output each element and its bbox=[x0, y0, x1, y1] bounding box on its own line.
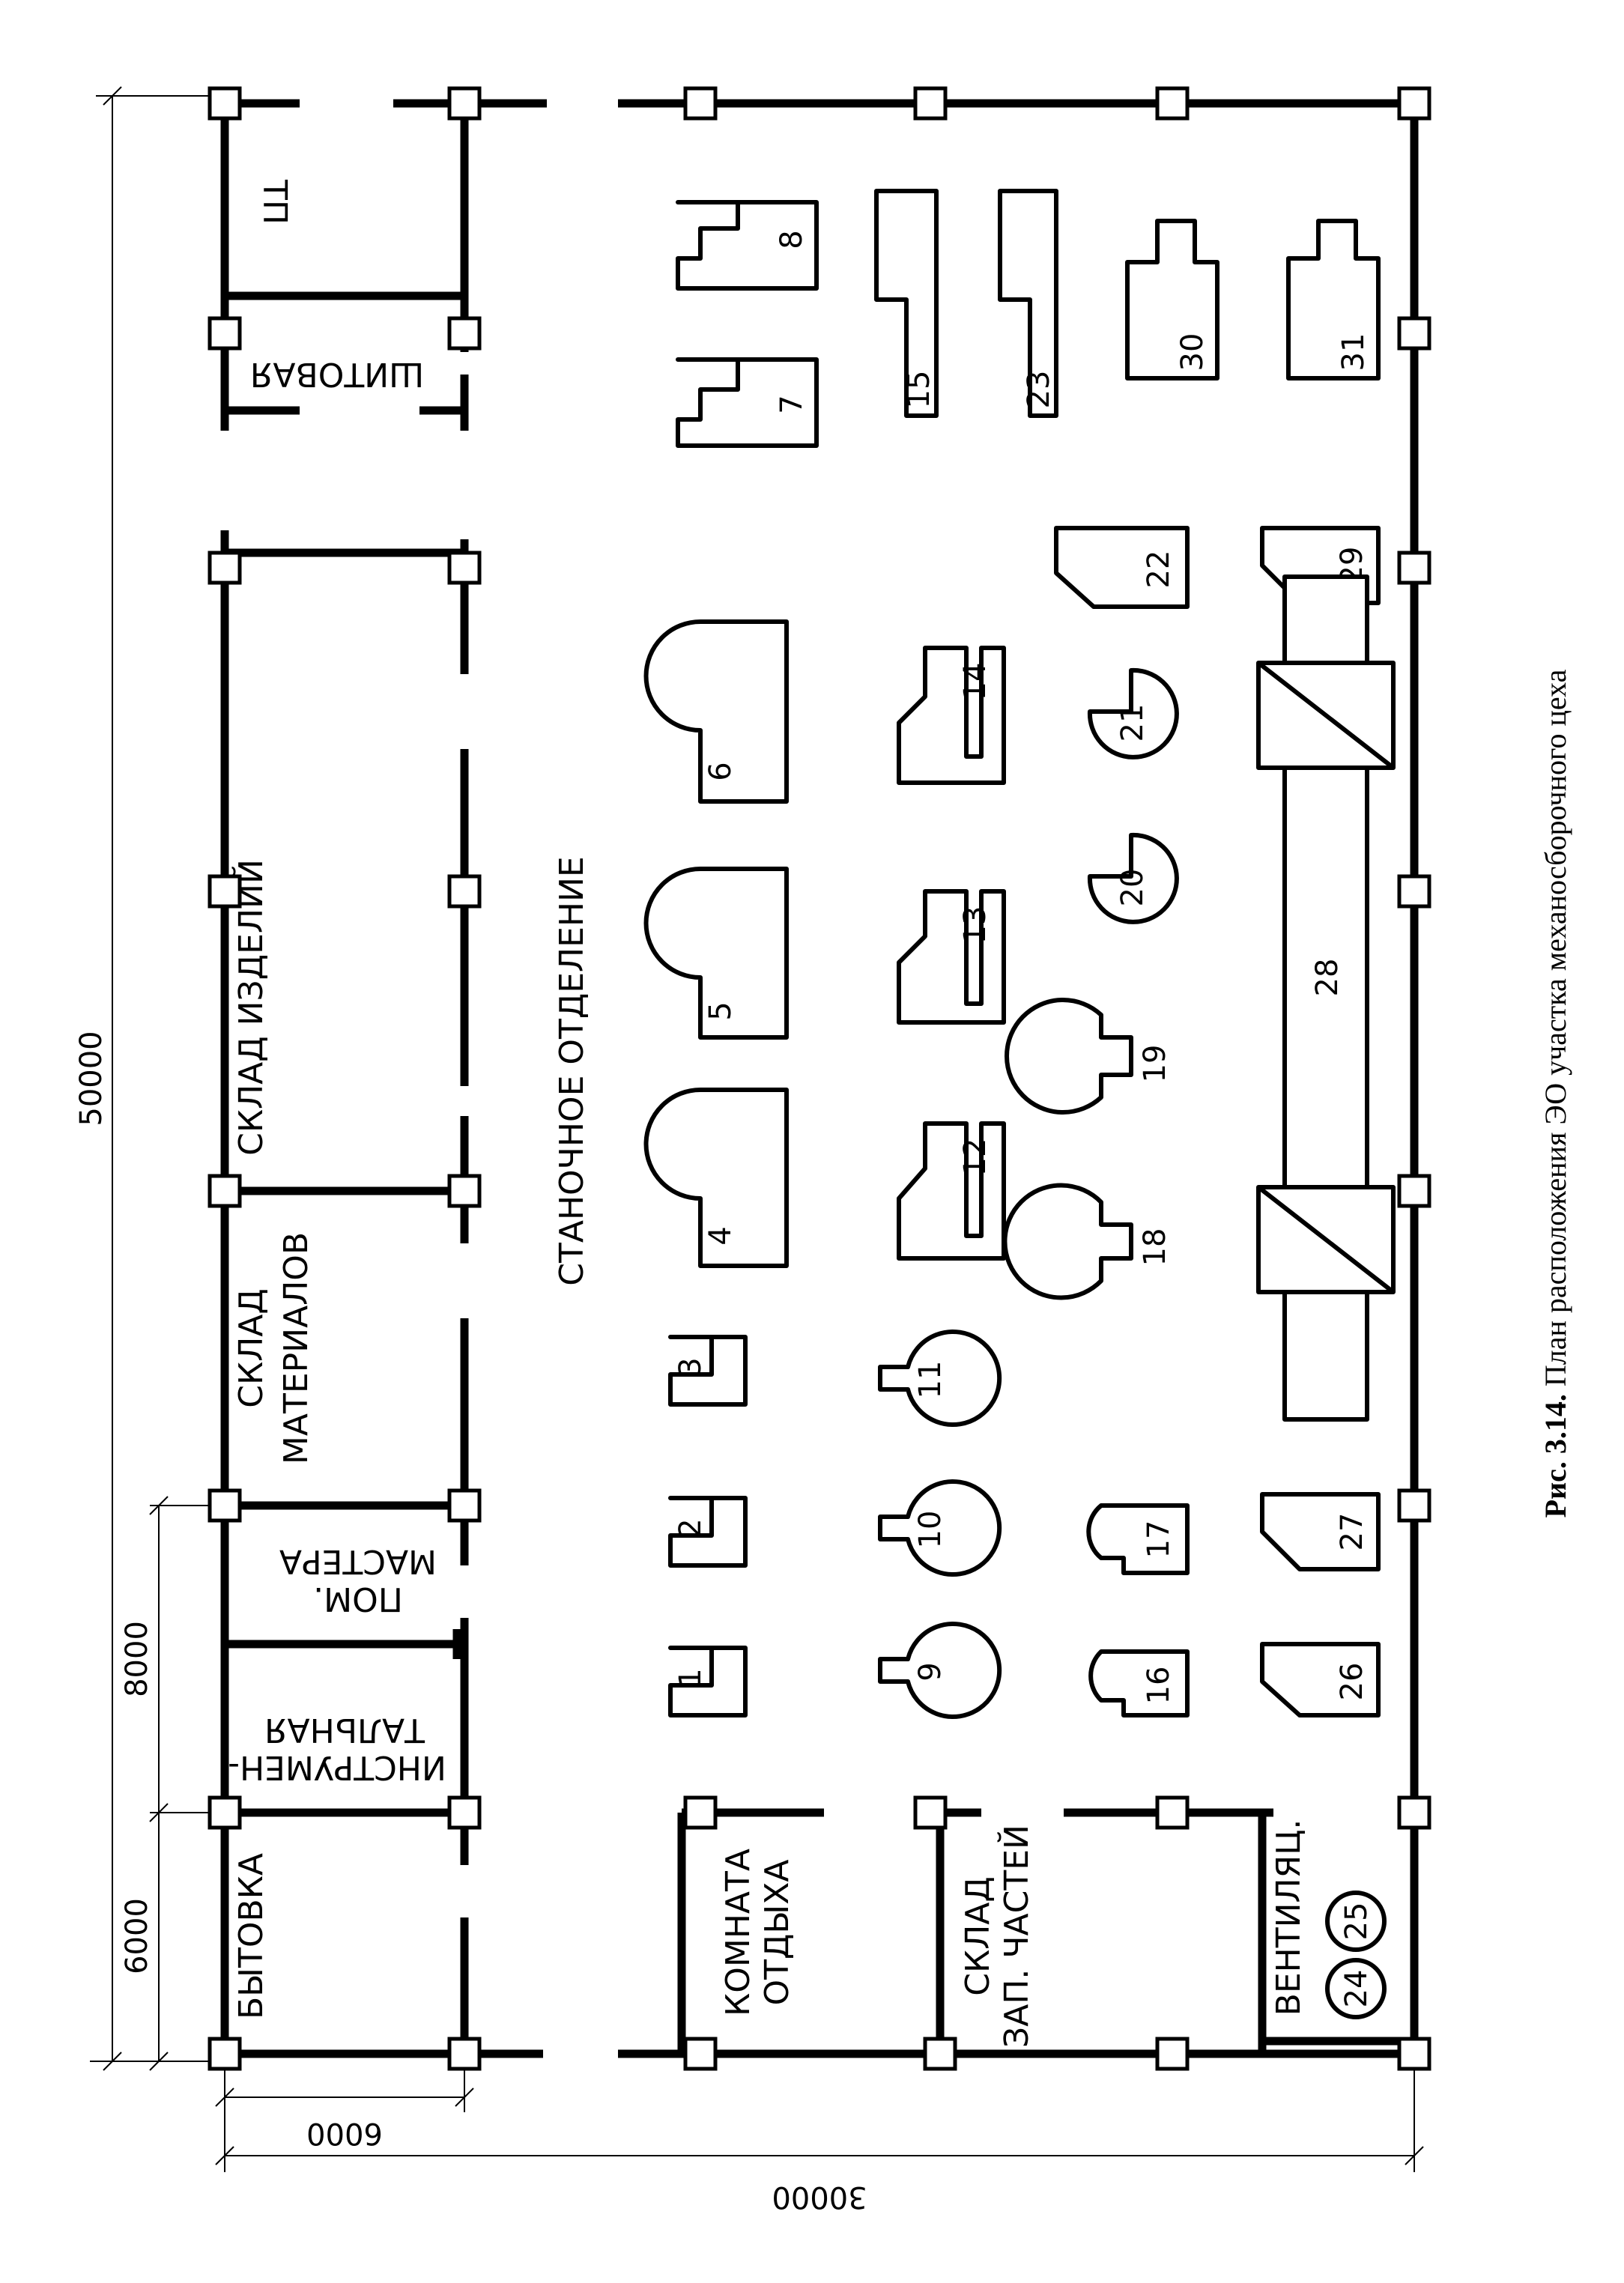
machine-number-27: 27 bbox=[1335, 1513, 1369, 1551]
dim-segment-b: 8000 bbox=[120, 1621, 154, 1697]
dimension-lines bbox=[90, 86, 1424, 2172]
machine-28 bbox=[1256, 574, 1396, 1422]
machine-number-18: 18 bbox=[1138, 1228, 1172, 1267]
machine-number-14: 14 bbox=[958, 663, 993, 701]
room-label-switchboard: ШИТОВАЯ bbox=[250, 355, 424, 393]
dim-segment-a: 6000 bbox=[120, 1898, 154, 1974]
machine-26 bbox=[1260, 1642, 1381, 1717]
machine-3 bbox=[668, 1335, 748, 1407]
machine-7 bbox=[676, 357, 819, 448]
machine-number-28: 28 bbox=[1310, 959, 1345, 997]
figure-caption-text: План расположения ЭО участка механосборо… bbox=[1539, 669, 1572, 1394]
machine-number-10: 10 bbox=[913, 1511, 948, 1549]
machine-number-26: 26 bbox=[1335, 1663, 1369, 1701]
machine-number-31: 31 bbox=[1336, 333, 1371, 372]
machine-12 bbox=[897, 1121, 1006, 1261]
room-label-foreman-1: ПОМ. bbox=[313, 1580, 403, 1618]
machine-number-22: 22 bbox=[1142, 551, 1176, 589]
machine-21 bbox=[1087, 667, 1179, 760]
machine-number-11: 11 bbox=[913, 1361, 948, 1399]
dim-total-width: 30000 bbox=[772, 2180, 867, 2214]
machines: 1 2 3 4 5 6 7 8 9 10 11 12 13 14 15 23 bbox=[643, 189, 1396, 2019]
machine-25 bbox=[1325, 1891, 1387, 1952]
room-label-household: БЫТОВКА bbox=[232, 1853, 270, 2019]
room-label-foreman-2: МАСТЕРА bbox=[279, 1542, 437, 1580]
machine-22 bbox=[1054, 526, 1190, 609]
machine-number-30: 30 bbox=[1175, 333, 1210, 372]
figure-caption: Рис. 3.14. План расположения ЭО участка … bbox=[1539, 669, 1572, 1518]
machine-10 bbox=[878, 1479, 1002, 1577]
machine-27 bbox=[1260, 1492, 1381, 1571]
room-label-tool-1: ИНСТРУМЕН- bbox=[228, 1748, 446, 1786]
room-label-tool-2: ТАЛЬНАЯ bbox=[264, 1711, 425, 1749]
room-label-rest-1: КОМНАТА bbox=[719, 1849, 757, 2016]
building-columns bbox=[207, 86, 1431, 2071]
machine-number-5: 5 bbox=[703, 1001, 738, 1020]
machine-9 bbox=[878, 1622, 1002, 1719]
machine-number-25: 25 bbox=[1339, 1902, 1374, 1941]
machine-number-17: 17 bbox=[1142, 1521, 1176, 1559]
machine-number-20: 20 bbox=[1115, 869, 1150, 907]
machine-19 bbox=[1005, 998, 1133, 1115]
room-label-ventilation: ВЕНТИЛЯЦ. bbox=[1270, 1819, 1308, 2016]
machine-1 bbox=[668, 1646, 748, 1717]
room-label-product-store: СКЛАД ИЗДЕЛИЙ bbox=[231, 859, 270, 1156]
machine-number-24: 24 bbox=[1339, 1970, 1374, 2008]
machine-number-13: 13 bbox=[958, 906, 993, 945]
room-label-parts-store-1: СКЛАД bbox=[959, 1876, 997, 1996]
machine-number-1: 1 bbox=[673, 1668, 708, 1687]
room-label-material-store-2: МАТЕРИАЛОВ bbox=[277, 1232, 315, 1464]
room-label-machine-department: СТАНОЧНОЕ ОТДЕЛЕНИЕ bbox=[553, 856, 591, 1285]
walls bbox=[220, 99, 1419, 2058]
machine-number-4: 4 bbox=[703, 1226, 738, 1245]
dim-total-length: 50000 bbox=[74, 1031, 109, 1126]
machine-number-8: 8 bbox=[775, 230, 809, 249]
machine-number-15: 15 bbox=[902, 371, 936, 409]
machine-14 bbox=[897, 646, 1006, 785]
machine-30 bbox=[1125, 219, 1219, 380]
machine-number-3: 3 bbox=[673, 1357, 708, 1376]
room-label-tp: ТП bbox=[255, 179, 294, 225]
machine-13 bbox=[897, 889, 1006, 1025]
room-label-parts-store-2: ЗАП. ЧАСТЕЙ bbox=[996, 1825, 1036, 2048]
machine-20 bbox=[1087, 832, 1179, 924]
machine-number-2: 2 bbox=[673, 1518, 708, 1537]
machine-number-16: 16 bbox=[1142, 1667, 1176, 1705]
room-label-rest-2: ОТДЫХА bbox=[758, 1860, 796, 2006]
machine-31 bbox=[1286, 219, 1381, 380]
machine-11 bbox=[878, 1330, 1002, 1427]
dim-room-depth: 6000 bbox=[306, 2116, 383, 2150]
machine-number-7: 7 bbox=[775, 395, 809, 413]
machine-17 bbox=[1086, 1503, 1190, 1575]
machine-number-9: 9 bbox=[913, 1662, 948, 1681]
machine-2 bbox=[668, 1496, 748, 1568]
machine-24 bbox=[1325, 1958, 1387, 2019]
machine-number-6: 6 bbox=[703, 762, 738, 780]
machine-number-21: 21 bbox=[1115, 704, 1150, 742]
machine-number-12: 12 bbox=[958, 1139, 993, 1177]
machine-23 bbox=[998, 189, 1058, 418]
machine-number-19: 19 bbox=[1138, 1045, 1172, 1083]
room-label-material-store-1: СКЛАД bbox=[232, 1288, 270, 1408]
figure-caption-prefix: Рис. 3.14. bbox=[1539, 1394, 1572, 1518]
machine-8 bbox=[676, 200, 819, 291]
machine-6 bbox=[643, 619, 789, 804]
machine-4 bbox=[643, 1088, 789, 1268]
machine-16 bbox=[1088, 1649, 1190, 1717]
machine-18 bbox=[1002, 1183, 1133, 1300]
machine-15 bbox=[874, 189, 939, 418]
machine-number-23: 23 bbox=[1022, 371, 1056, 409]
machine-5 bbox=[643, 867, 789, 1040]
